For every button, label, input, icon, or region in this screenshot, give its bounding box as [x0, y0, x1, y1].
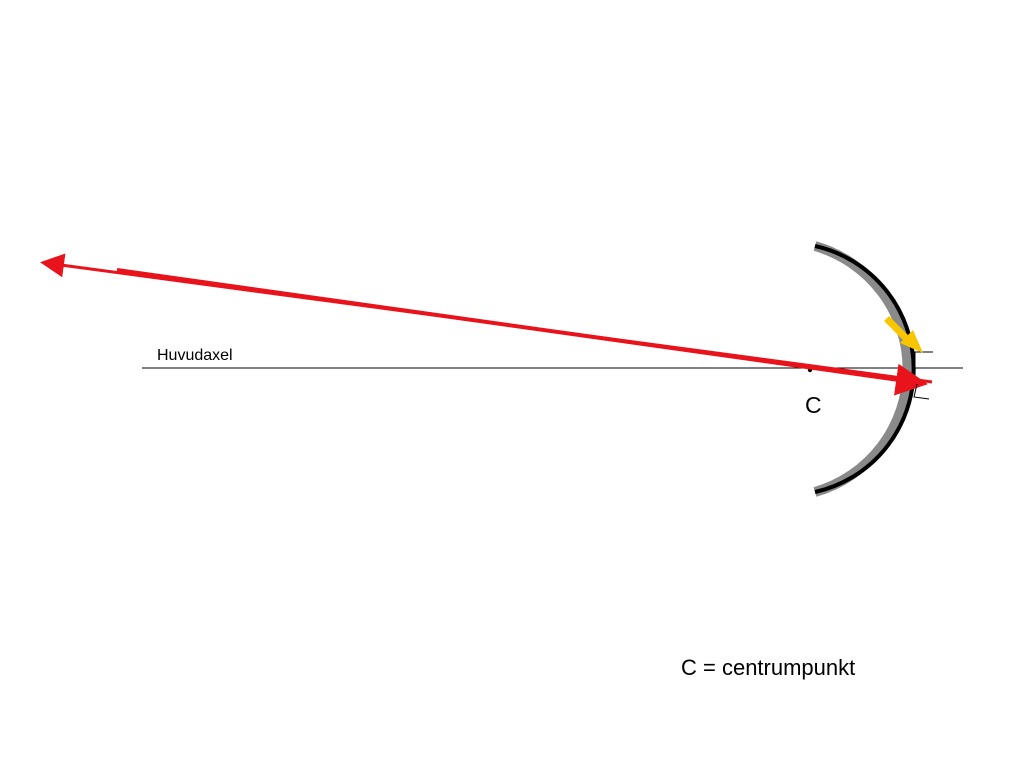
principal-axis-label: Huvudaxel	[157, 347, 233, 364]
right-angle-icon	[913, 351, 933, 400]
legend-text: C = centrumpunkt	[681, 655, 855, 680]
center-point-label: C	[805, 392, 822, 418]
reflected-ray	[40, 253, 933, 384]
arrow-icon	[884, 316, 923, 353]
